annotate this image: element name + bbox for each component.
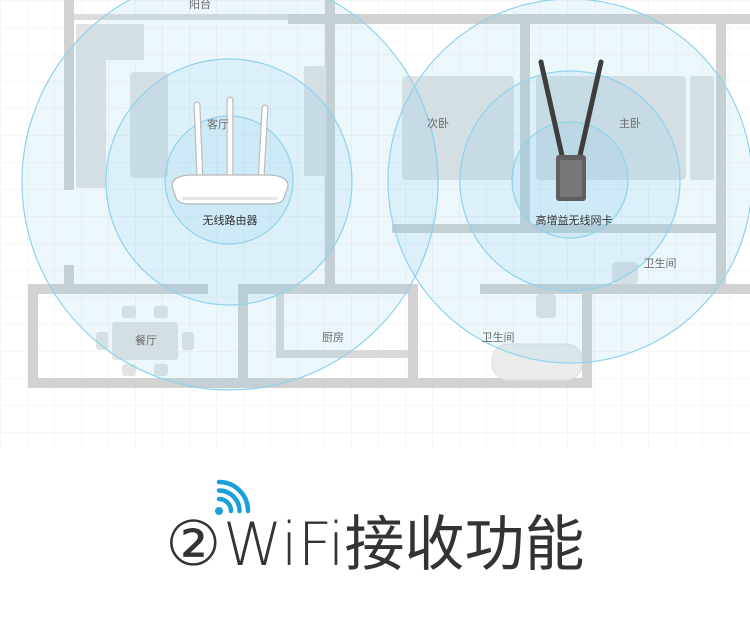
kitchen-counter: [276, 350, 408, 358]
wall: [64, 265, 74, 290]
room-label-bathroom: 卫生间: [482, 330, 515, 344]
dining-table: [112, 322, 178, 360]
chair: [154, 364, 168, 376]
walls: [28, 0, 750, 388]
wall: [28, 284, 208, 294]
room-label-living-room: 客厅: [207, 117, 229, 131]
wall: [520, 24, 530, 229]
wireless-router-icon: [171, 96, 289, 205]
toilet: [536, 294, 556, 318]
bed: [536, 76, 686, 180]
bed: [402, 76, 514, 180]
feature-title-text: WiFi接收功能: [223, 510, 585, 580]
device-label-router: 无线路由器: [203, 213, 258, 227]
wall: [238, 284, 248, 388]
room-label-dining-room: 餐厅: [135, 333, 157, 347]
wall: [582, 284, 592, 388]
bathtub: [491, 343, 583, 381]
wardrobe: [76, 56, 106, 188]
wall: [28, 284, 38, 388]
wall: [238, 284, 408, 294]
balcony-cabinet: [76, 24, 144, 60]
wall: [288, 14, 750, 24]
chair: [182, 332, 194, 350]
room-label-master-bathroom: 卫生间: [644, 256, 677, 270]
wall: [392, 224, 725, 233]
chair: [154, 306, 168, 318]
wall: [480, 284, 750, 294]
room-label-kitchen: 厨房: [322, 331, 344, 344]
chair: [122, 364, 136, 376]
wifi-signal-icon: [215, 479, 251, 515]
toilet: [612, 262, 638, 284]
device-label-adapter: 高增益无线网卡: [536, 213, 613, 227]
wall: [64, 0, 74, 190]
feature-title: ②WiFi接收功能: [0, 502, 750, 586]
wall: [716, 24, 726, 292]
chair: [96, 332, 108, 350]
wall: [325, 0, 335, 292]
kitchen-counter: [276, 294, 284, 356]
furniture: [76, 24, 714, 381]
room-label-second-bedroom: 次卧: [427, 116, 449, 130]
floor-plan-diagram: 阳台 客厅 次卧 主卧 卫生间 餐厅 厨房 卫生间 无线路由器 高增益无线网卡: [0, 0, 750, 448]
wall: [408, 284, 418, 388]
tv-cabinet: [304, 66, 326, 176]
wardrobe: [690, 76, 714, 180]
chair: [122, 306, 136, 318]
room-label-master-bedroom: 主卧: [619, 117, 641, 130]
feature-number: ②: [165, 507, 222, 580]
usb-wifi-adapter-icon: [538, 59, 604, 201]
wall: [28, 378, 590, 388]
room-label-balcony: 阳台: [189, 0, 211, 11]
wall: [74, 14, 330, 20]
